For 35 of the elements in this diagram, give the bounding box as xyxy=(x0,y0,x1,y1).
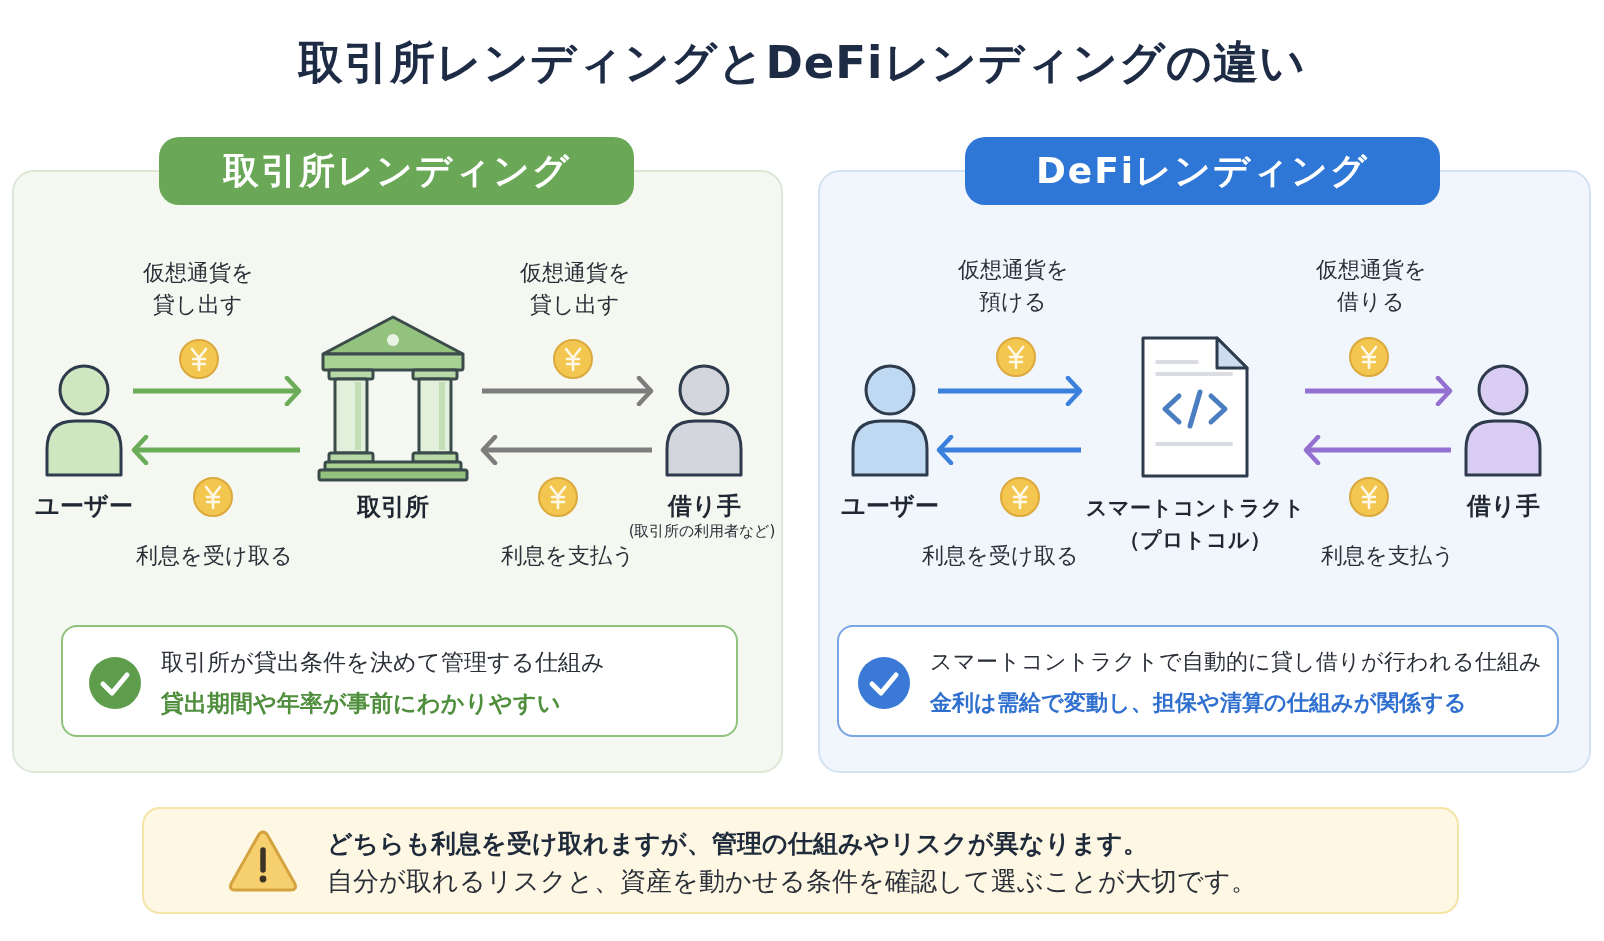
arrow xyxy=(938,375,1083,407)
info-highlight: 貸出期間や年率が事前にわかりやすい xyxy=(161,689,561,718)
info-box xyxy=(61,625,738,737)
arrow xyxy=(482,375,654,407)
arrow xyxy=(1303,434,1451,466)
arrow xyxy=(936,434,1081,466)
arrow xyxy=(133,375,302,407)
info-highlight: 金利は需給で変動し、担保や清算の仕組みが関係する xyxy=(930,689,1467,717)
node-label: ユーザー xyxy=(841,491,939,521)
note-text: 自分が取れるリスクと、資産を動かせる条件を確認して選ぶことが大切です。 xyxy=(327,866,1257,896)
node-label: 取引所 xyxy=(357,492,429,522)
info-text: スマートコントラクトで自動的に貸し借りが行われる仕組み xyxy=(930,648,1542,676)
warning-text: どちらも利息を受け取れますが、管理の仕組みやリスクが異なります。 xyxy=(327,829,1148,859)
arrow xyxy=(1305,375,1453,407)
edge-label: 利息を受け取る xyxy=(921,542,1079,570)
panel-heading: DeFiレンディング xyxy=(965,137,1440,205)
panel-heading: 取引所レンディング xyxy=(159,137,634,205)
arrow xyxy=(131,434,300,466)
edge-label: 仮想通貨を借りる xyxy=(1314,256,1428,316)
node-label: ユーザー xyxy=(35,491,133,521)
edge-label: 仮想通貨を貸し出す xyxy=(141,259,255,319)
node-note: (取引所の利用者など) xyxy=(628,521,776,541)
node-label: スマートコントラクト（プロトコル） xyxy=(1084,495,1306,554)
warning-box xyxy=(142,807,1459,914)
title: 取引所レンディングとDeFiレンディングの違い xyxy=(298,35,1306,91)
node-label: 借り手 xyxy=(667,491,741,521)
edge-label: 利息を支払う xyxy=(1321,542,1455,570)
info-text: 取引所が貸出条件を決めて管理する仕組み xyxy=(161,648,605,677)
info-box xyxy=(837,625,1559,737)
edge-label: 仮想通貨を貸し出す xyxy=(518,259,632,319)
node-label: 借り手 xyxy=(1466,491,1540,521)
edge-label: 利息を受け取る xyxy=(135,542,293,570)
arrow xyxy=(480,434,652,466)
edge-label: 利息を支払う xyxy=(501,542,635,570)
edge-label: 仮想通貨を預ける xyxy=(956,256,1070,316)
